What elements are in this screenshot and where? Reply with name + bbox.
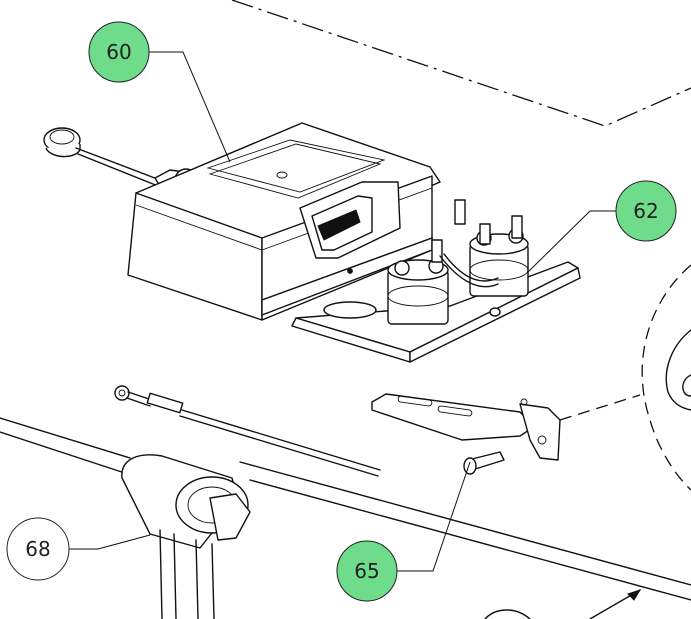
callout-68-circle xyxy=(6,517,70,581)
mounting-bracket xyxy=(371,393,561,475)
phantom-outline-top xyxy=(231,0,691,127)
leader-lines xyxy=(69,51,618,572)
leader-65 xyxy=(397,461,471,572)
callout-68: 68 xyxy=(6,517,70,581)
callout-62-label: 62 xyxy=(633,199,658,223)
rod-with-eyelet xyxy=(114,385,381,477)
contactor-assembly xyxy=(291,199,581,363)
callout-65-label: 65 xyxy=(354,559,379,583)
callout-65-circle xyxy=(336,540,398,602)
controller-housing xyxy=(127,122,441,321)
callout-62: 62 xyxy=(615,180,677,242)
callout-60-circle xyxy=(88,21,150,83)
base-plate-edges xyxy=(0,417,691,619)
callout-60-label: 60 xyxy=(106,40,131,64)
callout-62-circle xyxy=(615,180,677,242)
phantom-circle-right xyxy=(559,264,691,491)
callout-60: 60 xyxy=(88,21,150,83)
callout-68-label: 68 xyxy=(25,537,50,561)
callout-65: 65 xyxy=(336,540,398,602)
clamp-handle xyxy=(121,454,251,619)
leader-68 xyxy=(69,534,151,550)
leader-62 xyxy=(527,210,618,273)
leader-60 xyxy=(149,51,231,163)
